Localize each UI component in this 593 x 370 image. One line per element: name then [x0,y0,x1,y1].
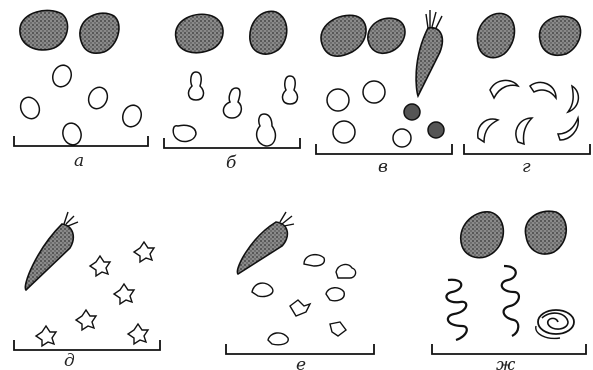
fancy-piece-icon [330,322,346,336]
ball-piece-icon [363,81,385,103]
potato-icon [250,11,287,54]
potato-icon [368,18,405,53]
potato-icon [539,16,580,55]
carrot-icon [25,212,78,290]
ball-piece-icon [333,121,355,143]
fancy-piece-icon [268,333,288,345]
panel-b: б [164,11,300,173]
potato-icon [20,10,68,49]
panel-label: в [378,157,388,177]
carrot-ball-icon [428,122,444,138]
carrot-icon [237,212,294,274]
panel-label: г [522,157,531,177]
star-piece-icon [76,310,96,330]
fancy-piece-icon [290,300,310,316]
tray-line [464,144,590,154]
potato-icon [525,211,566,254]
potato-icon [321,15,366,56]
fancy-piece-icon [326,288,344,301]
pear-piece-icon [173,125,196,141]
potato-icon [461,212,504,258]
crescent-slice-icon [516,118,532,144]
panel-d: г [464,13,590,177]
tray-line [432,344,586,354]
crescent-slice-icon [530,82,556,98]
fancy-piece-icon [304,255,324,266]
pear-piece-icon [283,76,298,104]
tray-line [226,344,374,354]
panel-label: ж [496,355,516,370]
pear-piece-icon [223,88,241,118]
oval-piece-icon [120,103,144,130]
panel-e: д [14,212,160,370]
pear-piece-icon [189,72,204,100]
panel-label: д [64,351,75,370]
tray-line [316,144,452,154]
ball-piece-icon [327,89,349,111]
potato-icon [80,13,119,53]
fancy-piece-icon [252,283,273,296]
spiral-cut-icon [446,280,466,340]
potato-icon [477,13,514,57]
ball-piece-icon [393,129,411,147]
oval-piece-icon [85,84,111,112]
spiral-cut-icon [502,266,519,336]
panel-a: а [14,10,148,171]
star-piece-icon [36,326,56,346]
potato-icon [176,14,223,52]
carrot-ball-icon [404,104,420,120]
panel-c: в [316,10,452,177]
star-piece-icon [90,256,110,276]
crescent-slice-icon [490,80,518,98]
fancy-piece-icon [336,265,356,278]
panel-f: е [226,212,374,370]
oval-piece-icon [50,63,74,90]
pear-piece-icon [257,114,276,146]
crescent-slice-icon [568,86,578,112]
panel-label: б [226,153,237,173]
star-piece-icon [114,284,134,304]
spiral-roll-icon [536,310,574,338]
carrot-icon [416,10,442,96]
oval-piece-icon [17,94,43,122]
crescent-slice-icon [558,118,578,140]
star-piece-icon [134,242,154,262]
panel-label: е [296,355,306,370]
oval-piece-icon [60,121,83,147]
crescent-slice-icon [478,119,498,142]
star-piece-icon [128,324,148,344]
panel-g: ж [432,211,586,370]
panel-label: а [74,151,84,171]
